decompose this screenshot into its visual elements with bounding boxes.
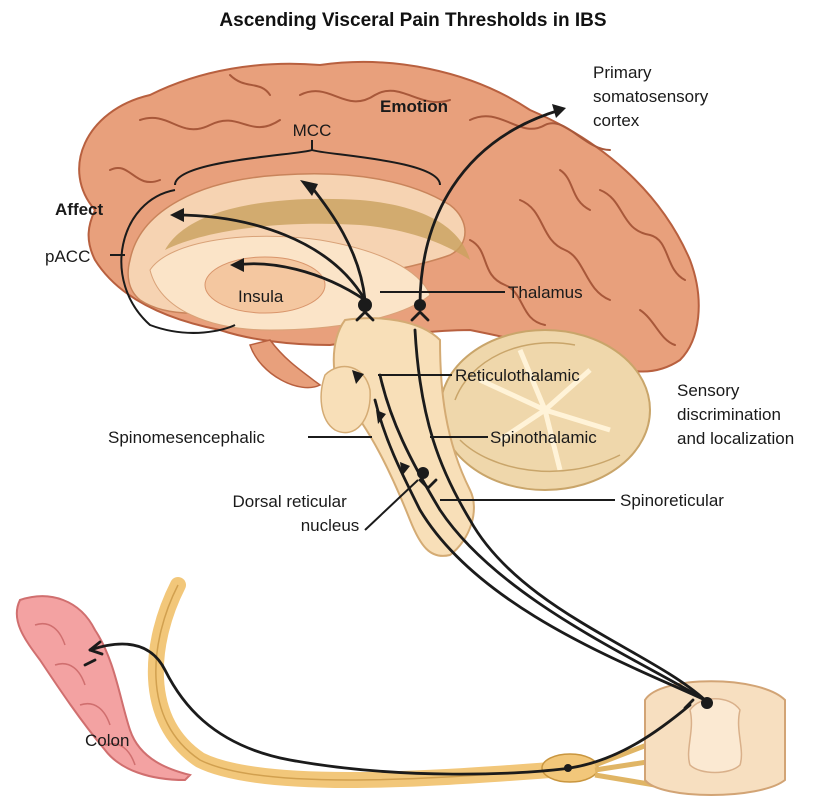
- spinal-neuron: [701, 697, 713, 709]
- label-reticulothalamic: Reticulothalamic: [455, 366, 580, 385]
- label-sensory-discrimination: Sensory discrimination and localization: [677, 381, 794, 448]
- label-affect: Affect: [55, 200, 104, 219]
- cerebellum: [440, 330, 650, 490]
- label-sensory-line1: Sensory: [677, 381, 740, 400]
- label-colon: Colon: [85, 731, 129, 750]
- label-dorsal-reticular-nucleus: Dorsal reticular nucleus: [232, 492, 359, 535]
- label-spinoreticular: Spinoreticular: [620, 491, 724, 510]
- label-emotion: Emotion: [380, 97, 448, 116]
- brain: [79, 62, 699, 556]
- diagram-title: Ascending Visceral Pain Thresholds in IB…: [219, 10, 606, 31]
- spinal-cord-section: [645, 681, 785, 795]
- peripheral-nerve-outline: [156, 585, 550, 780]
- label-mcc: MCC: [293, 121, 332, 140]
- label-dorsal-line1: Dorsal reticular: [232, 492, 347, 511]
- label-primary-somatosensory: Primary somatosensory cortex: [593, 63, 713, 130]
- label-spinothalamic: Spinothalamic: [490, 428, 597, 447]
- label-primary-line3: cortex: [593, 111, 640, 130]
- peripheral-nerve: [156, 585, 550, 780]
- ganglion-neuron: [564, 764, 572, 772]
- label-spinomesencephalic: Spinomesencephalic: [108, 428, 265, 447]
- temporal-lobe: [250, 340, 320, 388]
- thalamus-neuron: [358, 298, 372, 312]
- dorsal-reticular-neuron: [417, 467, 429, 479]
- label-primary-line1: Primary: [593, 63, 652, 82]
- label-primary-line2: somatosensory: [593, 87, 709, 106]
- label-dorsal-line2: nucleus: [301, 516, 360, 535]
- thalamus-neuron-2: [414, 299, 426, 311]
- label-sensory-line2: discrimination: [677, 405, 781, 424]
- midbrain: [321, 367, 370, 433]
- label-sensory-line3: and localization: [677, 429, 794, 448]
- label-thalamus: Thalamus: [508, 283, 583, 302]
- label-insula: Insula: [238, 287, 284, 306]
- label-pacc: pACC: [45, 247, 90, 266]
